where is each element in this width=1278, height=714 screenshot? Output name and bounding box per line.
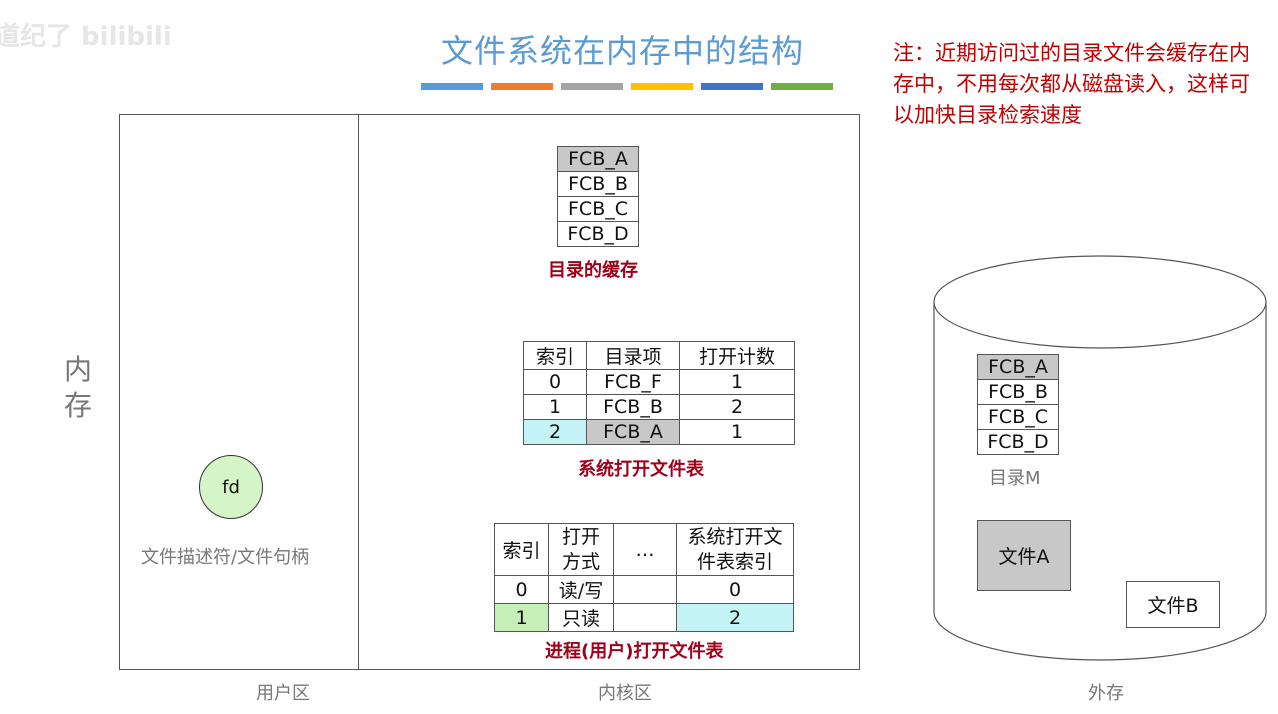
table-row: FCB_B (557, 171, 639, 197)
table-header: 打开 方式 (548, 523, 614, 576)
title-color-bar (631, 83, 693, 90)
table-cell: FCB_A (557, 146, 639, 172)
table-cell: 2 (679, 394, 795, 420)
table-header: 索引 (523, 341, 587, 370)
table-cell: FCB_A (977, 354, 1059, 380)
table-row: FCB_C (977, 404, 1059, 430)
table-cell: FCB_A (586, 419, 680, 445)
table-header: 索引 (494, 523, 549, 576)
user-area-label: 用户区 (256, 683, 310, 704)
table-row: 0 读/写 0 (494, 575, 794, 604)
table-cell: 读/写 (548, 575, 614, 604)
table-row: FCB_D (977, 429, 1059, 455)
table-cell: FCB_B (586, 394, 680, 420)
table-cell: FCB_B (977, 379, 1059, 405)
file-b-label: 文件B (1147, 595, 1199, 617)
user-area-region (119, 114, 360, 670)
external-storage-label: 外存 (1088, 683, 1124, 704)
table-cell: FCB_F (586, 369, 680, 395)
directory-m-caption: 目录M (989, 468, 1041, 489)
process-open-file-table: 索引 打开 方式 … 系统打开文 件表索引 0 读/写 0 1 只读 2 (494, 523, 794, 632)
table-cell: 只读 (548, 603, 614, 632)
table-row: 索引 目录项 打开计数 (523, 341, 795, 370)
table-row: FCB_C (557, 196, 639, 222)
file-a-box: 文件A (977, 520, 1071, 591)
table-cell (613, 575, 677, 604)
table-cell: FCB_B (557, 171, 639, 197)
watermark: 道纪了 bilibili (0, 22, 172, 52)
table-cell: 1 (679, 419, 795, 445)
memory-label-char: 内 (63, 353, 92, 386)
table-row: FCB_D (557, 221, 639, 247)
fd-label: fd (222, 476, 240, 498)
table-row: 2 FCB_A 1 (523, 419, 795, 445)
table-cell: FCB_D (557, 221, 639, 247)
title-color-bar (421, 83, 483, 90)
title-color-bar (561, 83, 623, 90)
directory-cache-caption: 目录的缓存 (548, 260, 638, 281)
table-header: 打开计数 (679, 341, 795, 370)
fd-caption: 文件描述符/文件句柄 (141, 547, 310, 568)
process-open-file-table-caption: 进程(用户)打开文件表 (545, 641, 724, 662)
table-cell: FCB_D (977, 429, 1059, 455)
table-row: FCB_B (977, 379, 1059, 405)
note-text: 注：近期访问过的目录文件会缓存在内存中，不用每次都从磁盘读入，这样可以加快目录检… (893, 41, 1250, 127)
table-cell: 1 (679, 369, 795, 395)
title-color-bar (701, 83, 763, 90)
table-cell: 2 (676, 603, 794, 632)
memory-label: 内 存 (58, 352, 98, 424)
table-cell: 0 (494, 575, 549, 604)
table-header: … (613, 523, 677, 576)
table-row: FCB_A (977, 354, 1059, 380)
system-open-file-table-caption: 系统打开文件表 (578, 459, 704, 480)
table-header: 目录项 (586, 341, 680, 370)
table-header: 系统打开文 件表索引 (676, 523, 794, 576)
title-color-bar (491, 83, 553, 90)
fd-circle: fd (199, 455, 263, 519)
directory-cache-table: FCB_A FCB_B FCB_C FCB_D (557, 146, 639, 247)
file-b-box: 文件B (1126, 581, 1220, 628)
memory-label-char: 存 (63, 389, 92, 422)
table-row: 1 FCB_B 2 (523, 394, 795, 420)
table-cell (613, 603, 677, 632)
table-cell: 0 (676, 575, 794, 604)
table-row: 索引 打开 方式 … 系统打开文 件表索引 (494, 523, 794, 576)
table-cell: 2 (523, 419, 587, 445)
page-title: 文件系统在内存中的结构 (441, 32, 805, 70)
system-open-file-table: 索引 目录项 打开计数 0 FCB_F 1 1 FCB_B 2 2 FCB_A … (523, 341, 795, 445)
table-cell: FCB_C (557, 196, 639, 222)
file-a-label: 文件A (998, 546, 1050, 568)
table-cell: 1 (523, 394, 587, 420)
table-row: 0 FCB_F 1 (523, 369, 795, 395)
table-cell: 1 (494, 603, 549, 632)
directory-m-table: FCB_A FCB_B FCB_C FCB_D (977, 354, 1059, 455)
table-cell: 0 (523, 369, 587, 395)
table-row: 1 只读 2 (494, 603, 794, 632)
table-cell: FCB_C (977, 404, 1059, 430)
kernel-area-label: 内核区 (598, 683, 652, 704)
table-row: FCB_A (557, 146, 639, 172)
title-color-bar (771, 83, 833, 90)
